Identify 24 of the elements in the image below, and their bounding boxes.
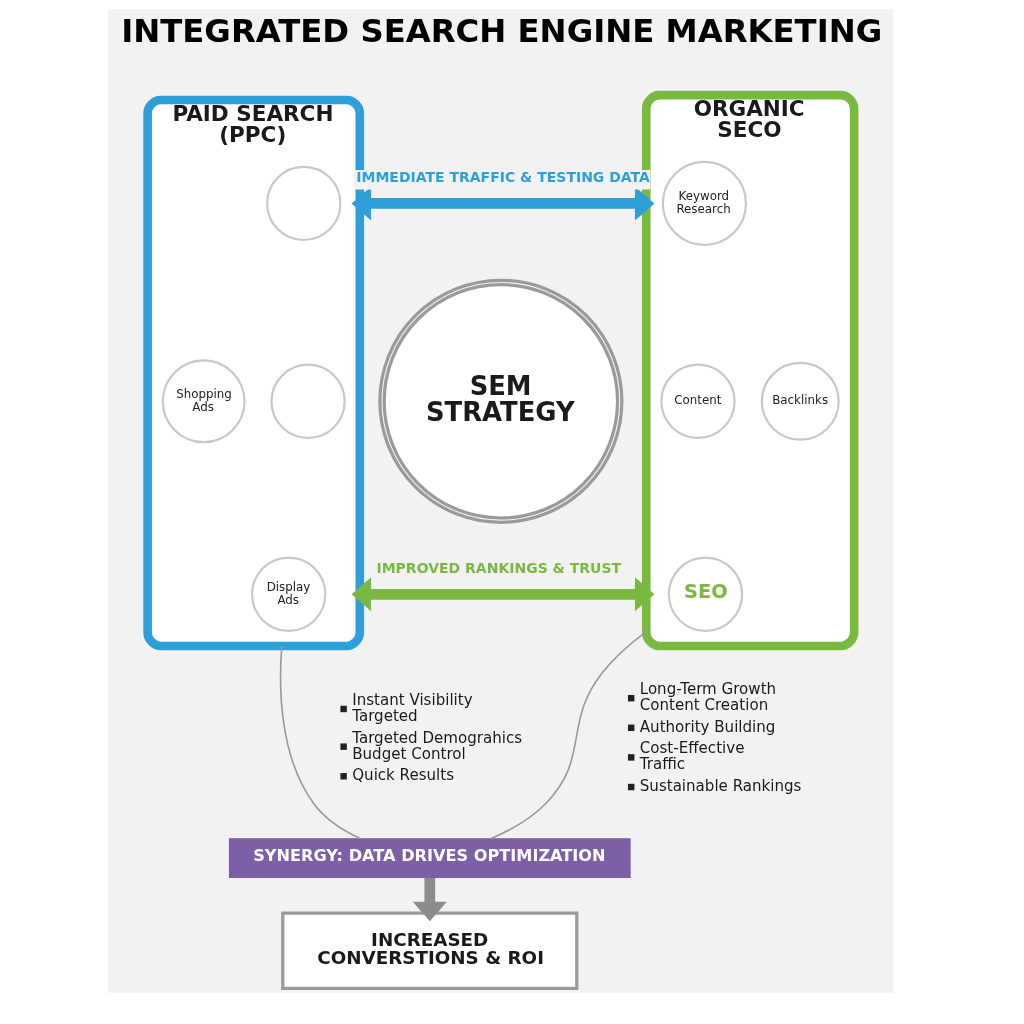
connector: [279, 644, 362, 839]
diagram-title: INTEGRATED SEARCH ENGINE MARKETING: [120, 11, 882, 50]
node-circle: SEO: [667, 556, 743, 632]
label: Targeted Demograhics Budget Control: [351, 728, 522, 763]
node-circle: Display Ads: [250, 556, 326, 632]
node-circle: Keyword Research: [661, 160, 747, 246]
node-circle: SEM STRATEGY: [377, 278, 623, 524]
arrow: [412, 877, 447, 921]
node-box: SYNERGY: DATA DRIVES OPTIMIZATION: [228, 837, 631, 878]
arrow: [351, 576, 654, 611]
node-circle: Shopping Ads: [161, 358, 246, 443]
connector: [489, 630, 647, 839]
label: Instant Visibility Targeted: [351, 690, 473, 725]
node-circle: [265, 165, 341, 241]
label: Cost-Effective Traffic: [639, 738, 744, 773]
label: Long-Term Growth Content Creation: [639, 679, 776, 714]
node-box: INCREASED CONVERSTIONS & ROI: [280, 910, 578, 990]
label: Sustainable Rankings: [639, 776, 801, 795]
label: Authority Building: [639, 717, 775, 736]
node-circle: Backlinks: [760, 361, 840, 441]
node-circle: Content: [659, 363, 736, 439]
label: Quick Results: [351, 765, 454, 784]
node-circle: [269, 363, 346, 439]
edge-label: IMPROVED RANKINGS & TRUST: [375, 559, 621, 576]
